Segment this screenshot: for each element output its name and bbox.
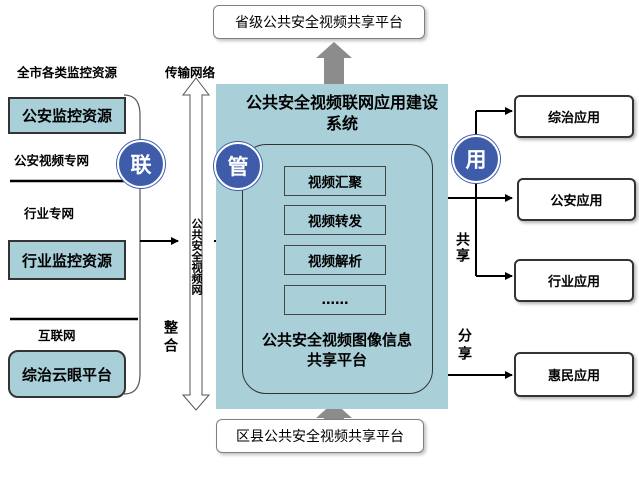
network-industry: 行业专网 bbox=[24, 206, 75, 221]
platform-title: 公共安全视频图像信息共享平台 bbox=[262, 331, 413, 369]
top-platform-box: 省级公共安全视频共享平台 bbox=[213, 5, 425, 39]
up-arrow-top bbox=[316, 42, 352, 84]
resource-police: 公安监控资源 bbox=[8, 97, 126, 134]
resource-industry: 行业监控资源 bbox=[8, 240, 126, 280]
network-police: 公安视频专网 bbox=[14, 153, 90, 168]
bottom-platform-label: 区县公共安全视频共享平台 bbox=[236, 429, 404, 445]
integrate-label: 整合 bbox=[162, 320, 178, 356]
system-title: 公共安全视频联网应用建设系统 bbox=[246, 93, 439, 133]
function-parse: 视频解析 bbox=[284, 245, 386, 275]
top-platform-label: 省级公共安全视频共享平台 bbox=[235, 15, 403, 31]
app-police: 公安应用 bbox=[517, 178, 636, 221]
app-industry: 行业应用 bbox=[514, 259, 634, 302]
transport-double-arrow bbox=[181, 77, 211, 411]
bottom-platform-box: 区县公共安全视频共享平台 bbox=[216, 419, 424, 453]
link-circle: 联 bbox=[117, 140, 165, 188]
use-circle: 用 bbox=[452, 135, 500, 183]
transport-vertical-text: 公共安全视频网 bbox=[190, 218, 203, 295]
left-header: 全市各类监控资源 bbox=[17, 65, 118, 80]
function-forward: 视频转发 bbox=[284, 205, 386, 235]
platform-inner bbox=[242, 144, 433, 394]
app-public-benefit: 惠民应用 bbox=[514, 352, 634, 397]
app-governance: 综治应用 bbox=[514, 95, 634, 138]
share-label: 共享 bbox=[454, 232, 470, 264]
function-more: …… bbox=[284, 285, 386, 315]
transport-label: 传输网络 bbox=[165, 65, 216, 80]
manage-circle: 管 bbox=[214, 142, 262, 190]
function-aggregate: 视频汇聚 bbox=[284, 166, 386, 196]
distribute-label: 分享 bbox=[456, 328, 472, 364]
network-internet: 互联网 bbox=[38, 328, 76, 343]
resource-cloud-eye: 综治云眼平台 bbox=[8, 350, 126, 398]
